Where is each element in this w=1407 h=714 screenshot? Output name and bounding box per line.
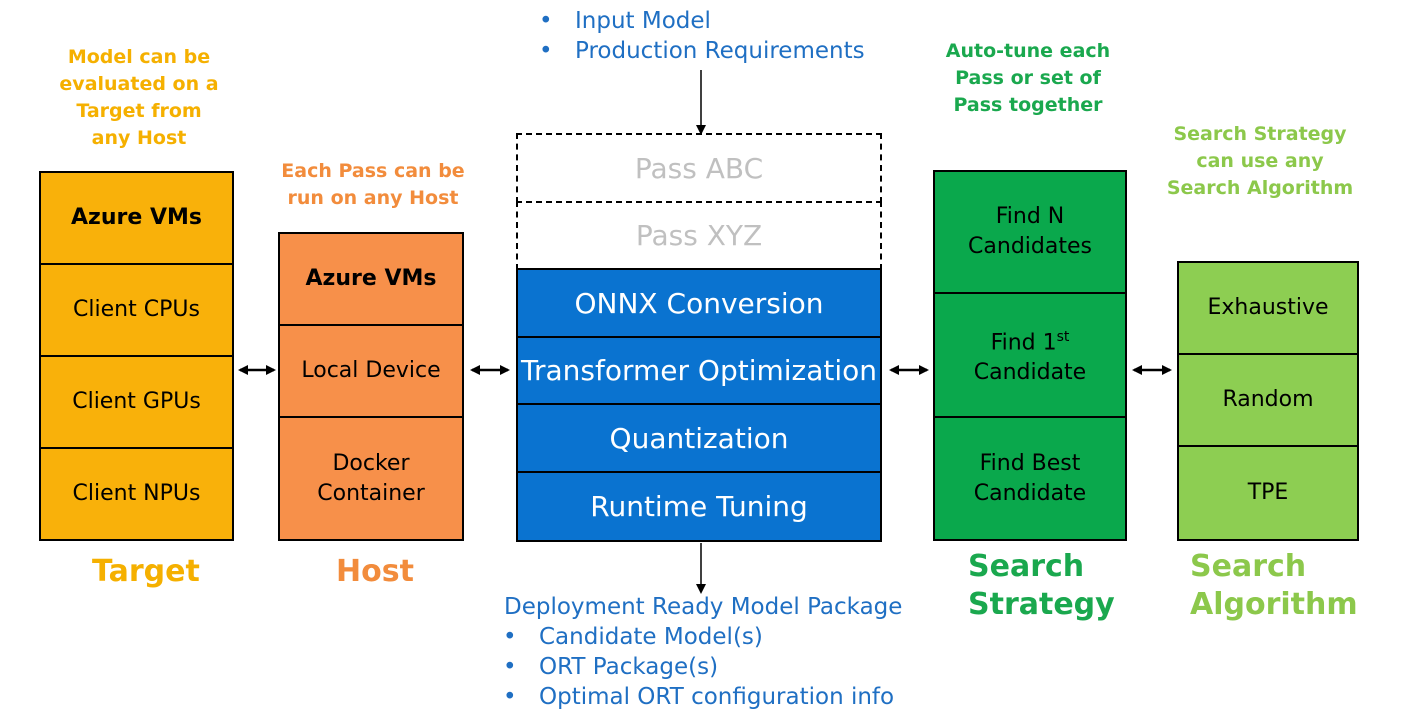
search-strategy-note: Auto-tune each Pass or set of Pass toget… — [945, 40, 1111, 116]
search-strategy-label-line: Strategy — [968, 587, 1115, 622]
optional-pass: Pass ABC — [516, 133, 882, 203]
search-strategy-label: Search Strategy — [968, 548, 1115, 624]
strategy-item: Find Best Candidate — [933, 416, 1127, 541]
optional-pass: Pass XYZ — [516, 201, 882, 270]
input-bullet-item: Input Model — [539, 6, 865, 36]
strategy-item: Find 1st Candidate — [933, 292, 1127, 418]
strategy-item: Find N Candidates — [933, 170, 1127, 294]
output-bullet-item: Optimal ORT configuration info — [503, 682, 894, 712]
input-bullet-item: Production Requirements — [539, 36, 865, 66]
host-item: Azure VMs — [278, 232, 464, 326]
algorithm-item: TPE — [1177, 445, 1359, 541]
target-item: Client GPUs — [39, 355, 234, 449]
pass-item: Quantization — [516, 403, 882, 473]
output-bullets: Candidate Model(s) ORT Package(s) Optima… — [503, 622, 894, 712]
strategy-item-sup: st — [1056, 328, 1070, 345]
host-item: Local Device — [278, 324, 464, 418]
input-bullets: Input Model Production Requirements — [539, 6, 865, 66]
target-item: Client CPUs — [39, 263, 234, 357]
target-label: Target — [92, 554, 200, 589]
search-algorithm-label-line: Search — [1190, 549, 1307, 584]
algorithm-item: Exhaustive — [1177, 261, 1359, 355]
strategy-item-line: Find 1st — [991, 322, 1070, 358]
host-item: Docker Container — [278, 416, 464, 541]
pass-item: Transformer Optimization — [516, 336, 882, 405]
target-note: Model can be evaluated on a Target from … — [59, 46, 219, 149]
search-algorithm-label-line: Algorithm — [1190, 587, 1358, 622]
host-note: Each Pass can be run on any Host — [281, 160, 465, 209]
host-label: Host — [336, 554, 414, 589]
target-item: Azure VMs — [39, 171, 234, 265]
algorithm-item: Random — [1177, 353, 1359, 447]
search-strategy-label-line: Search — [968, 549, 1085, 584]
output-title: Deployment Ready Model Package — [504, 594, 903, 620]
strategy-item-text: Find 1 — [990, 330, 1057, 356]
strategy-item-line: Candidate — [973, 360, 1087, 386]
pass-item: ONNX Conversion — [516, 268, 882, 338]
pass-item: Runtime Tuning — [516, 471, 882, 542]
target-item: Client NPUs — [39, 447, 234, 541]
search-algorithm-label: Search Algorithm — [1190, 548, 1358, 624]
search-algorithm-note: Search Strategy can use any Search Algor… — [1166, 123, 1354, 199]
output-bullet-item: Candidate Model(s) — [503, 622, 894, 652]
output-bullet-item: ORT Package(s) — [503, 652, 894, 682]
